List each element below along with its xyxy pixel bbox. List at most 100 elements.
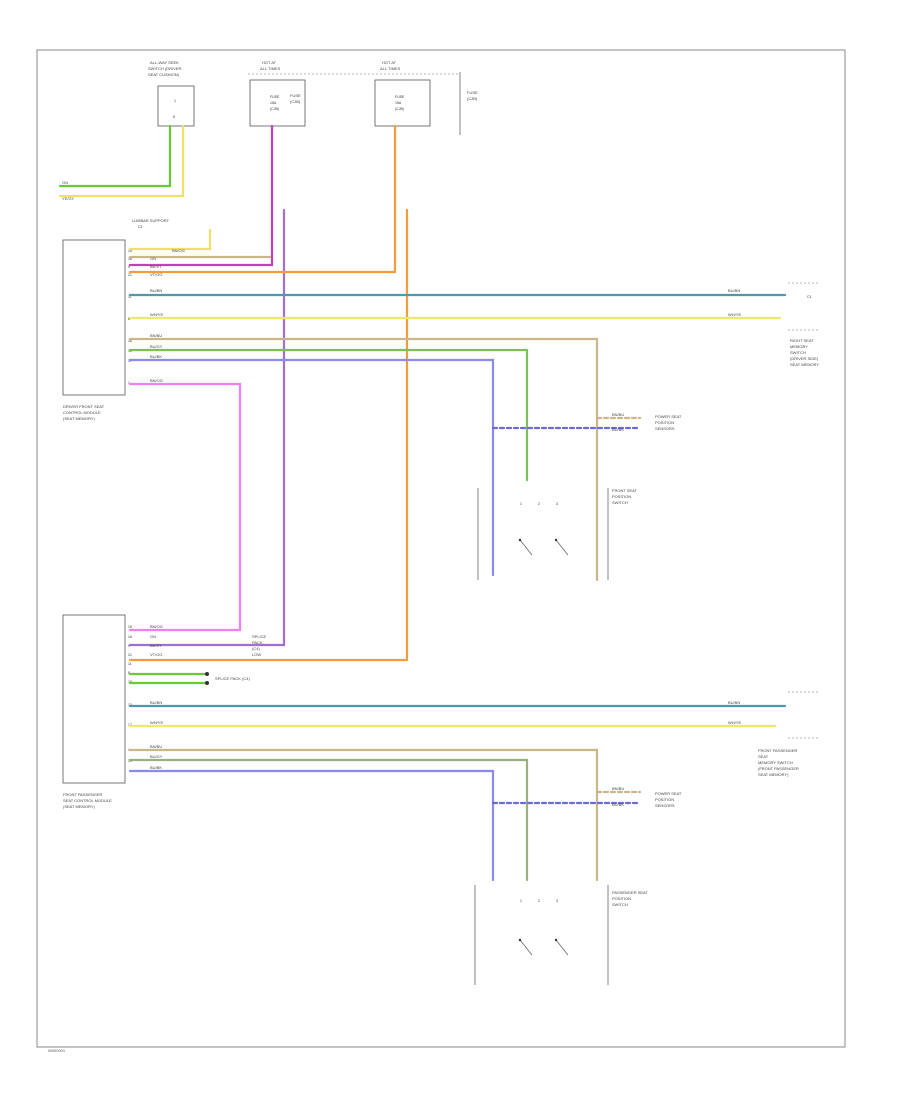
- pass-pin: 11: [128, 662, 132, 666]
- svg-text:(CJB): (CJB): [270, 107, 279, 111]
- svg-text:GN: GN: [150, 634, 156, 639]
- passenger-seat-control-module: [62, 614, 126, 784]
- svg-text:3: 3: [556, 502, 558, 506]
- svg-text:BU/BK: BU/BK: [612, 427, 624, 432]
- svg-text:BN/OG: BN/OG: [150, 624, 163, 629]
- svg-text:SWITCH (DRIVER: SWITCH (DRIVER: [148, 66, 181, 71]
- wire-yellow-pin15: [128, 228, 212, 251]
- wire-orange-fuse-b: [128, 124, 397, 274]
- wire-green-pass-switch: [128, 758, 529, 882]
- diagram-frame: [36, 49, 846, 1048]
- svg-text:(CJB): (CJB): [395, 107, 404, 111]
- right-seat-memory-switch: C1 RIGHT SEAT MEMORY SWITCH (DRIVER SIDE…: [788, 282, 820, 367]
- svg-text:SEAT MEMORY: SEAT MEMORY: [790, 362, 819, 367]
- driver-pin: 11: [128, 295, 132, 299]
- driver-seat-control-module: [62, 239, 126, 396]
- svg-text:SEAT CUSHION): SEAT CUSHION): [148, 72, 180, 77]
- driver-pin: 9: [128, 265, 130, 269]
- svg-text:3: 3: [556, 899, 558, 903]
- svg-text:15A: 15A: [270, 101, 277, 105]
- pass-module-title-2: SEAT CONTROL MODULE: [63, 798, 112, 803]
- svg-text:BU/BK: BU/BK: [150, 354, 162, 359]
- wire-magenta-fuse-a: [128, 124, 274, 267]
- pass-position-switch: 1 2 3 PASSENGER SEAT POSITION SWITCH: [474, 885, 648, 985]
- svg-text:(C4): (C4): [252, 646, 260, 651]
- svg-text:VT/OG: VT/OG: [150, 272, 162, 277]
- driver-pin: 8: [128, 317, 130, 321]
- driver-pin: 18: [128, 339, 132, 343]
- svg-text:BU/BK: BU/BK: [150, 765, 162, 770]
- svg-text:BN/BU: BN/BU: [150, 333, 162, 338]
- driver-pin: 21: [128, 273, 132, 277]
- svg-text:BU/GY: BU/GY: [150, 344, 163, 349]
- svg-text:SWITCH: SWITCH: [612, 500, 628, 505]
- svg-text:MEMORY SWITCH: MEMORY SWITCH: [758, 760, 793, 765]
- wire-green-driver-switch: [128, 348, 529, 482]
- pass-module-title-1: FRONT PASSENGER: [63, 792, 103, 797]
- svg-text:(CJB): (CJB): [467, 96, 478, 101]
- driver-pin: 16: [128, 257, 132, 261]
- pass-pin: 15: [128, 625, 132, 629]
- svg-text:FUSE: FUSE: [270, 95, 280, 99]
- svg-text:BU/BN: BU/BN: [728, 700, 740, 705]
- svg-text:6: 6: [173, 115, 175, 119]
- pass-pin: 21: [128, 653, 132, 657]
- svg-text:1: 1: [520, 502, 522, 506]
- svg-text:(FRONT PASSENGER: (FRONT PASSENGER: [758, 766, 799, 771]
- svg-text:LOW: LOW: [252, 652, 261, 657]
- driver-module-title-1: DRIVER FRONT SEAT: [63, 404, 105, 409]
- svg-text:POSITION: POSITION: [612, 494, 631, 499]
- svg-text:SWITCH: SWITCH: [612, 902, 628, 907]
- svg-text:BU/BN: BU/BN: [150, 288, 162, 293]
- pass-seat-memory-switch: FRONT PASSENGER SEAT MEMORY SWITCH (FRON…: [758, 691, 820, 777]
- wire-lavender-driver-switch: [128, 358, 495, 577]
- svg-text:FUSE: FUSE: [467, 90, 478, 95]
- pass-pin: 8: [128, 671, 130, 675]
- svg-text:1: 1: [520, 899, 522, 903]
- svg-text:RIGHT SEAT: RIGHT SEAT: [790, 338, 814, 343]
- svg-text:(CJB): (CJB): [290, 99, 301, 104]
- svg-text:HOT AT: HOT AT: [382, 60, 397, 65]
- svg-text:SEAT MEMORY): SEAT MEMORY): [758, 772, 789, 777]
- svg-text:POSITION: POSITION: [655, 420, 674, 425]
- wire-lavender-pass-switch: [128, 769, 495, 882]
- svg-text:FRONT SEAT: FRONT SEAT: [612, 488, 638, 493]
- svg-text:FUSE: FUSE: [290, 93, 301, 98]
- driver-module-side-text: LUMBAR SUPPORT: [132, 218, 170, 223]
- driver-module-title-3: (SEAT MEMORY): [63, 416, 95, 421]
- svg-text:C1: C1: [807, 295, 812, 299]
- svg-text:SPLICE: SPLICE: [252, 634, 267, 639]
- svg-text:WH/YE: WH/YE: [728, 312, 741, 317]
- svg-text:ALL-WAY SEEK: ALL-WAY SEEK: [150, 60, 179, 65]
- footer-code: W000001: [48, 1048, 66, 1053]
- svg-text:2: 2: [538, 502, 540, 506]
- svg-text:BU/BN: BU/BN: [728, 288, 740, 293]
- svg-text:POWER SEAT: POWER SEAT: [655, 791, 682, 796]
- fuse-b-box: [374, 79, 431, 127]
- driver-position-switch: 1 2 3 FRONT SEAT POSITION SWITCH: [477, 488, 638, 580]
- svg-text:POSITION: POSITION: [612, 896, 631, 901]
- driver-module-connector: C2: [138, 225, 143, 229]
- svg-text:WH/YE: WH/YE: [150, 312, 163, 317]
- seat-switch-component: ALL-WAY SEEK SWITCH (DRIVER SEAT CUSHION…: [148, 60, 195, 127]
- driver-pin: 1: [128, 381, 130, 385]
- wire-yellow-seat-switch: [58, 124, 185, 198]
- svg-text:BN/BU: BN/BU: [612, 786, 624, 791]
- svg-text:BK/VT: BK/VT: [150, 264, 162, 269]
- pass-module-title-3: (SEAT MEMORY): [63, 804, 95, 809]
- svg-text:ALL TIMES: ALL TIMES: [260, 66, 281, 71]
- svg-text:MEMORY: MEMORY: [790, 344, 808, 349]
- svg-text:WH/YE: WH/YE: [728, 720, 741, 725]
- pass-pin: 9: [128, 644, 130, 648]
- svg-text:SPLICE PACK (C4): SPLICE PACK (C4): [215, 676, 250, 681]
- svg-text:BU/BK: BU/BK: [612, 802, 624, 807]
- driver-module-title-2: CONTROL MODULE: [63, 410, 101, 415]
- svg-text:GN: GN: [150, 256, 156, 261]
- svg-text:BU/GY: BU/GY: [150, 754, 163, 759]
- svg-text:SEAT: SEAT: [758, 754, 769, 759]
- wire-orange-fuse-b-2: [128, 208, 409, 662]
- svg-text:BU/BN: BU/BN: [150, 700, 162, 705]
- svg-text:BN/BU: BN/BU: [612, 412, 624, 417]
- svg-text:YE/GY: YE/GY: [62, 196, 75, 201]
